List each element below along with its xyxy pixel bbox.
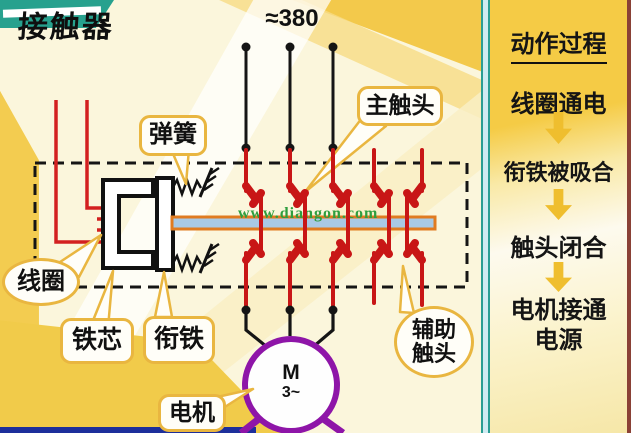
- process-panel-title: 动作过程: [490, 24, 627, 64]
- coil-label-bubble: 线圈: [2, 258, 80, 306]
- aux-contact-label-bubble: 辅助 触头: [394, 306, 474, 378]
- supply-lines: [244, 47, 335, 148]
- iron-core-label: 铁芯: [71, 326, 122, 355]
- supply-voltage-label: ≈380: [265, 5, 319, 32]
- motor-phase: 3~: [281, 384, 301, 401]
- motor-symbol-text: M 3~: [262, 362, 320, 402]
- panel-divider: [481, 0, 490, 433]
- main-contacts: [242, 148, 352, 312]
- dashed-enclosure: [33, 161, 469, 289]
- aux-contact-label-line1: 辅助: [411, 316, 456, 342]
- process-step-4: 电机接通电源: [510, 297, 607, 354]
- aux-contact-tail: [398, 264, 416, 315]
- motor-legs: [238, 415, 346, 433]
- motor-terminal-dots: [241, 305, 338, 315]
- aux-contact-label-line2: 触头: [411, 341, 456, 366]
- coil-label: 线圈: [17, 267, 65, 295]
- spring-bottom: [171, 242, 220, 274]
- watermark: www.diangon.com: [238, 205, 379, 222]
- contacts-layer: [241, 148, 426, 315]
- spring-label-bubble: 弹簧: [139, 115, 207, 156]
- armature-label-bubble: 衔铁: [143, 316, 215, 364]
- down-arrow-icon: [545, 262, 572, 292]
- motor-label-bubble: 电机: [158, 394, 226, 432]
- motor-circle: [242, 336, 340, 433]
- iron-core-label-bubble: 铁芯: [60, 318, 134, 364]
- motor-label: 电机: [169, 399, 215, 426]
- motor-symbol: M: [282, 361, 300, 384]
- process-step-2: 衔铁被吸合: [503, 160, 614, 185]
- process-step-3: 触头闭合: [510, 235, 607, 262]
- armature-label: 衔铁: [153, 325, 204, 354]
- right-edge-strip: [627, 0, 631, 433]
- spring-label: 弹簧: [149, 121, 197, 149]
- main-contact-label: 主触头: [365, 92, 435, 119]
- contactor-diagram: [33, 42, 469, 433]
- down-arrow-icon: [545, 189, 572, 220]
- aux-contacts: [370, 148, 426, 307]
- main-contact-label-bubble: 主触头: [357, 86, 443, 126]
- bottom-blue-strip: [0, 427, 256, 433]
- process-panel: 动作过程 线圈通电 衔铁被吸合 触头闭合 电机接通电源: [490, 0, 627, 433]
- iron-core-shape: [101, 178, 155, 270]
